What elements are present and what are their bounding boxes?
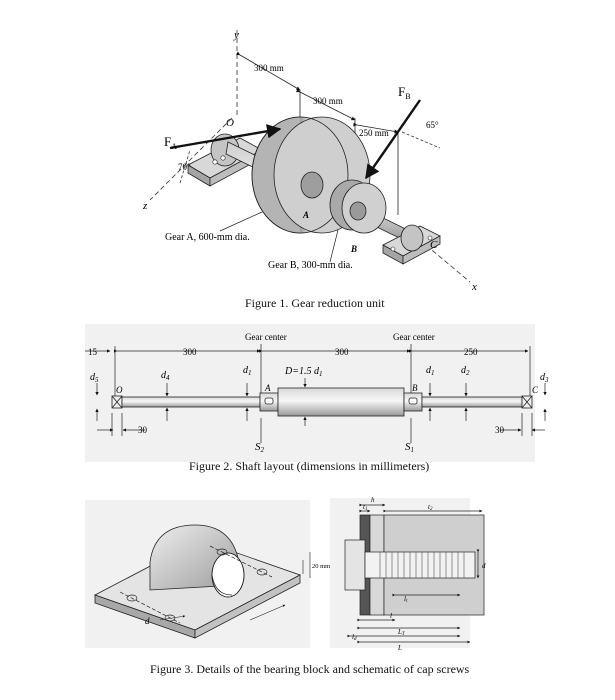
diameter-arrows	[95, 378, 547, 426]
dim-300mm-b: 300 mm	[313, 96, 343, 106]
force-fa-label: FA	[164, 134, 177, 151]
section-s1: S1	[405, 441, 414, 454]
label-d3: d3	[540, 372, 549, 384]
label-h: h	[371, 496, 375, 504]
gear-b-label: Gear B, 300-mm dia.	[268, 260, 353, 271]
point-a-label: A	[302, 210, 309, 220]
label-d1-left: d1	[243, 365, 252, 377]
label-l: l	[390, 612, 392, 620]
label-d-block: d	[145, 616, 150, 626]
point-b-label: B	[350, 244, 357, 254]
point-o-label: O	[226, 117, 234, 129]
point-c-label: C	[430, 239, 438, 251]
label-d5: d5	[90, 372, 99, 384]
angle-70-label: 70°	[178, 162, 191, 172]
label-l-upper: L	[397, 644, 402, 652]
angle-65-label: 65°	[426, 120, 439, 130]
shaft-body	[111, 387, 533, 417]
top-dimension-line	[85, 344, 531, 398]
gear-center-left: Gear center	[245, 332, 287, 342]
point-a: A	[264, 383, 271, 393]
dim-20mm: 20 mm	[312, 563, 330, 570]
dim-300mm-a: 300 mm	[254, 63, 284, 73]
label-t2: t2	[428, 503, 433, 512]
figure-1-gear-reduction-unit: y z x 300 mm 300 mm 250 mm	[142, 29, 477, 293]
label-big-d: D=1.5 d1	[284, 366, 322, 378]
axis-y-label: y	[233, 29, 239, 41]
dim-250mm: 250 mm	[359, 128, 389, 138]
point-o: O	[116, 385, 123, 395]
figure-3-bearing-block: 20 mm d h t1 t2 d lt l ld LT	[85, 496, 486, 652]
figure-3-caption: Figure 3. Details of the bearing block a…	[150, 662, 470, 676]
bottom-dimension-lines	[97, 413, 545, 443]
label-d4: d4	[161, 370, 170, 382]
gear-b	[329, 179, 387, 234]
label-d1-right: d1	[426, 365, 435, 377]
label-lt-upper: LT	[397, 628, 406, 637]
figure3-dims	[159, 552, 311, 621]
label-d-screw: d	[482, 562, 486, 570]
cap-screw-schematic	[330, 498, 485, 648]
dim-300-a: 300	[183, 347, 197, 357]
point-b: B	[412, 383, 418, 393]
label-t1: t1	[363, 503, 367, 512]
section-s2: S2	[255, 441, 265, 454]
dim-250: 250	[464, 347, 478, 357]
label-d2: d2	[461, 365, 470, 377]
label-lt: lt	[404, 595, 408, 604]
figure-1-caption: Figure 1. Gear reduction unit	[245, 296, 385, 310]
label-ld: ld	[352, 633, 357, 642]
axis-z-label: z	[142, 200, 148, 212]
gear-a	[251, 116, 371, 234]
point-c: C	[532, 385, 539, 395]
dim-300-b: 300	[335, 347, 349, 357]
force-fb-label: FB	[398, 84, 411, 101]
dimension-lines	[235, 51, 399, 215]
gear-a-label: Gear A, 600-mm dia.	[165, 232, 250, 243]
bearing-block-right	[382, 224, 441, 265]
forces	[169, 99, 441, 184]
dim-30-left: 30	[138, 425, 148, 435]
figure-2-caption: Figure 2. Shaft layout (dimensions in mi…	[189, 459, 430, 473]
figure-2-shaft-layout: Gear center Gear center 15 300 300 250	[85, 324, 549, 462]
bearing-block-iso	[93, 524, 302, 639]
bolt-holes	[119, 545, 273, 624]
axis-x-label: x	[471, 281, 477, 293]
dim-15: 15	[88, 347, 98, 357]
dim-30-right: 30	[495, 425, 505, 435]
gear-center-right: Gear center	[393, 332, 435, 342]
